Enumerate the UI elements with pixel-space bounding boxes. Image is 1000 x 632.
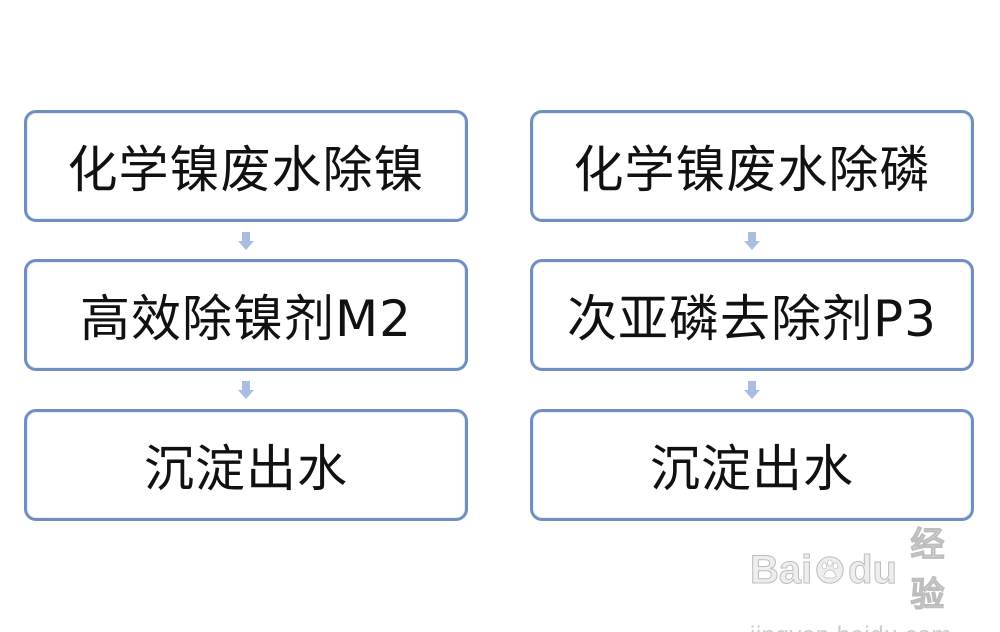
left-step-1-label: 化学镍废水除镍 [67, 141, 425, 199]
watermark-brand-left: Bai [749, 548, 813, 593]
right-step-3-label: 沉淀出水 [650, 440, 854, 498]
baidu-jingyan-watermark: Bai du 经验 jingyan.baidu.com [749, 520, 951, 632]
watermark-brand-right: du [848, 548, 898, 593]
right-arrow-1 [744, 232, 760, 252]
left-step-2-label: 高效除镍剂M2 [80, 290, 412, 348]
right-step-2-label: 次亚磷去除剂P3 [567, 290, 937, 348]
right-step-2-box: 次亚磷去除剂P3 [530, 259, 974, 371]
left-arrow-2 [238, 381, 254, 401]
right-step-1-label: 化学镍废水除磷 [573, 141, 931, 199]
paw-icon [816, 556, 844, 584]
watermark-brand-cn: 经验 [910, 526, 945, 615]
watermark-logo: Bai du 经验 [749, 520, 950, 620]
right-step-3-box: 沉淀出水 [530, 409, 974, 521]
left-step-3-label: 沉淀出水 [144, 440, 348, 498]
right-arrow-2 [744, 381, 760, 401]
watermark-url: jingyan.baidu.com [750, 622, 951, 632]
left-step-2-box: 高效除镍剂M2 [24, 259, 468, 371]
left-step-1-box: 化学镍废水除镍 [24, 110, 468, 222]
left-step-3-box: 沉淀出水 [24, 409, 468, 521]
left-arrow-1 [238, 232, 254, 252]
right-step-1-box: 化学镍废水除磷 [530, 110, 974, 222]
